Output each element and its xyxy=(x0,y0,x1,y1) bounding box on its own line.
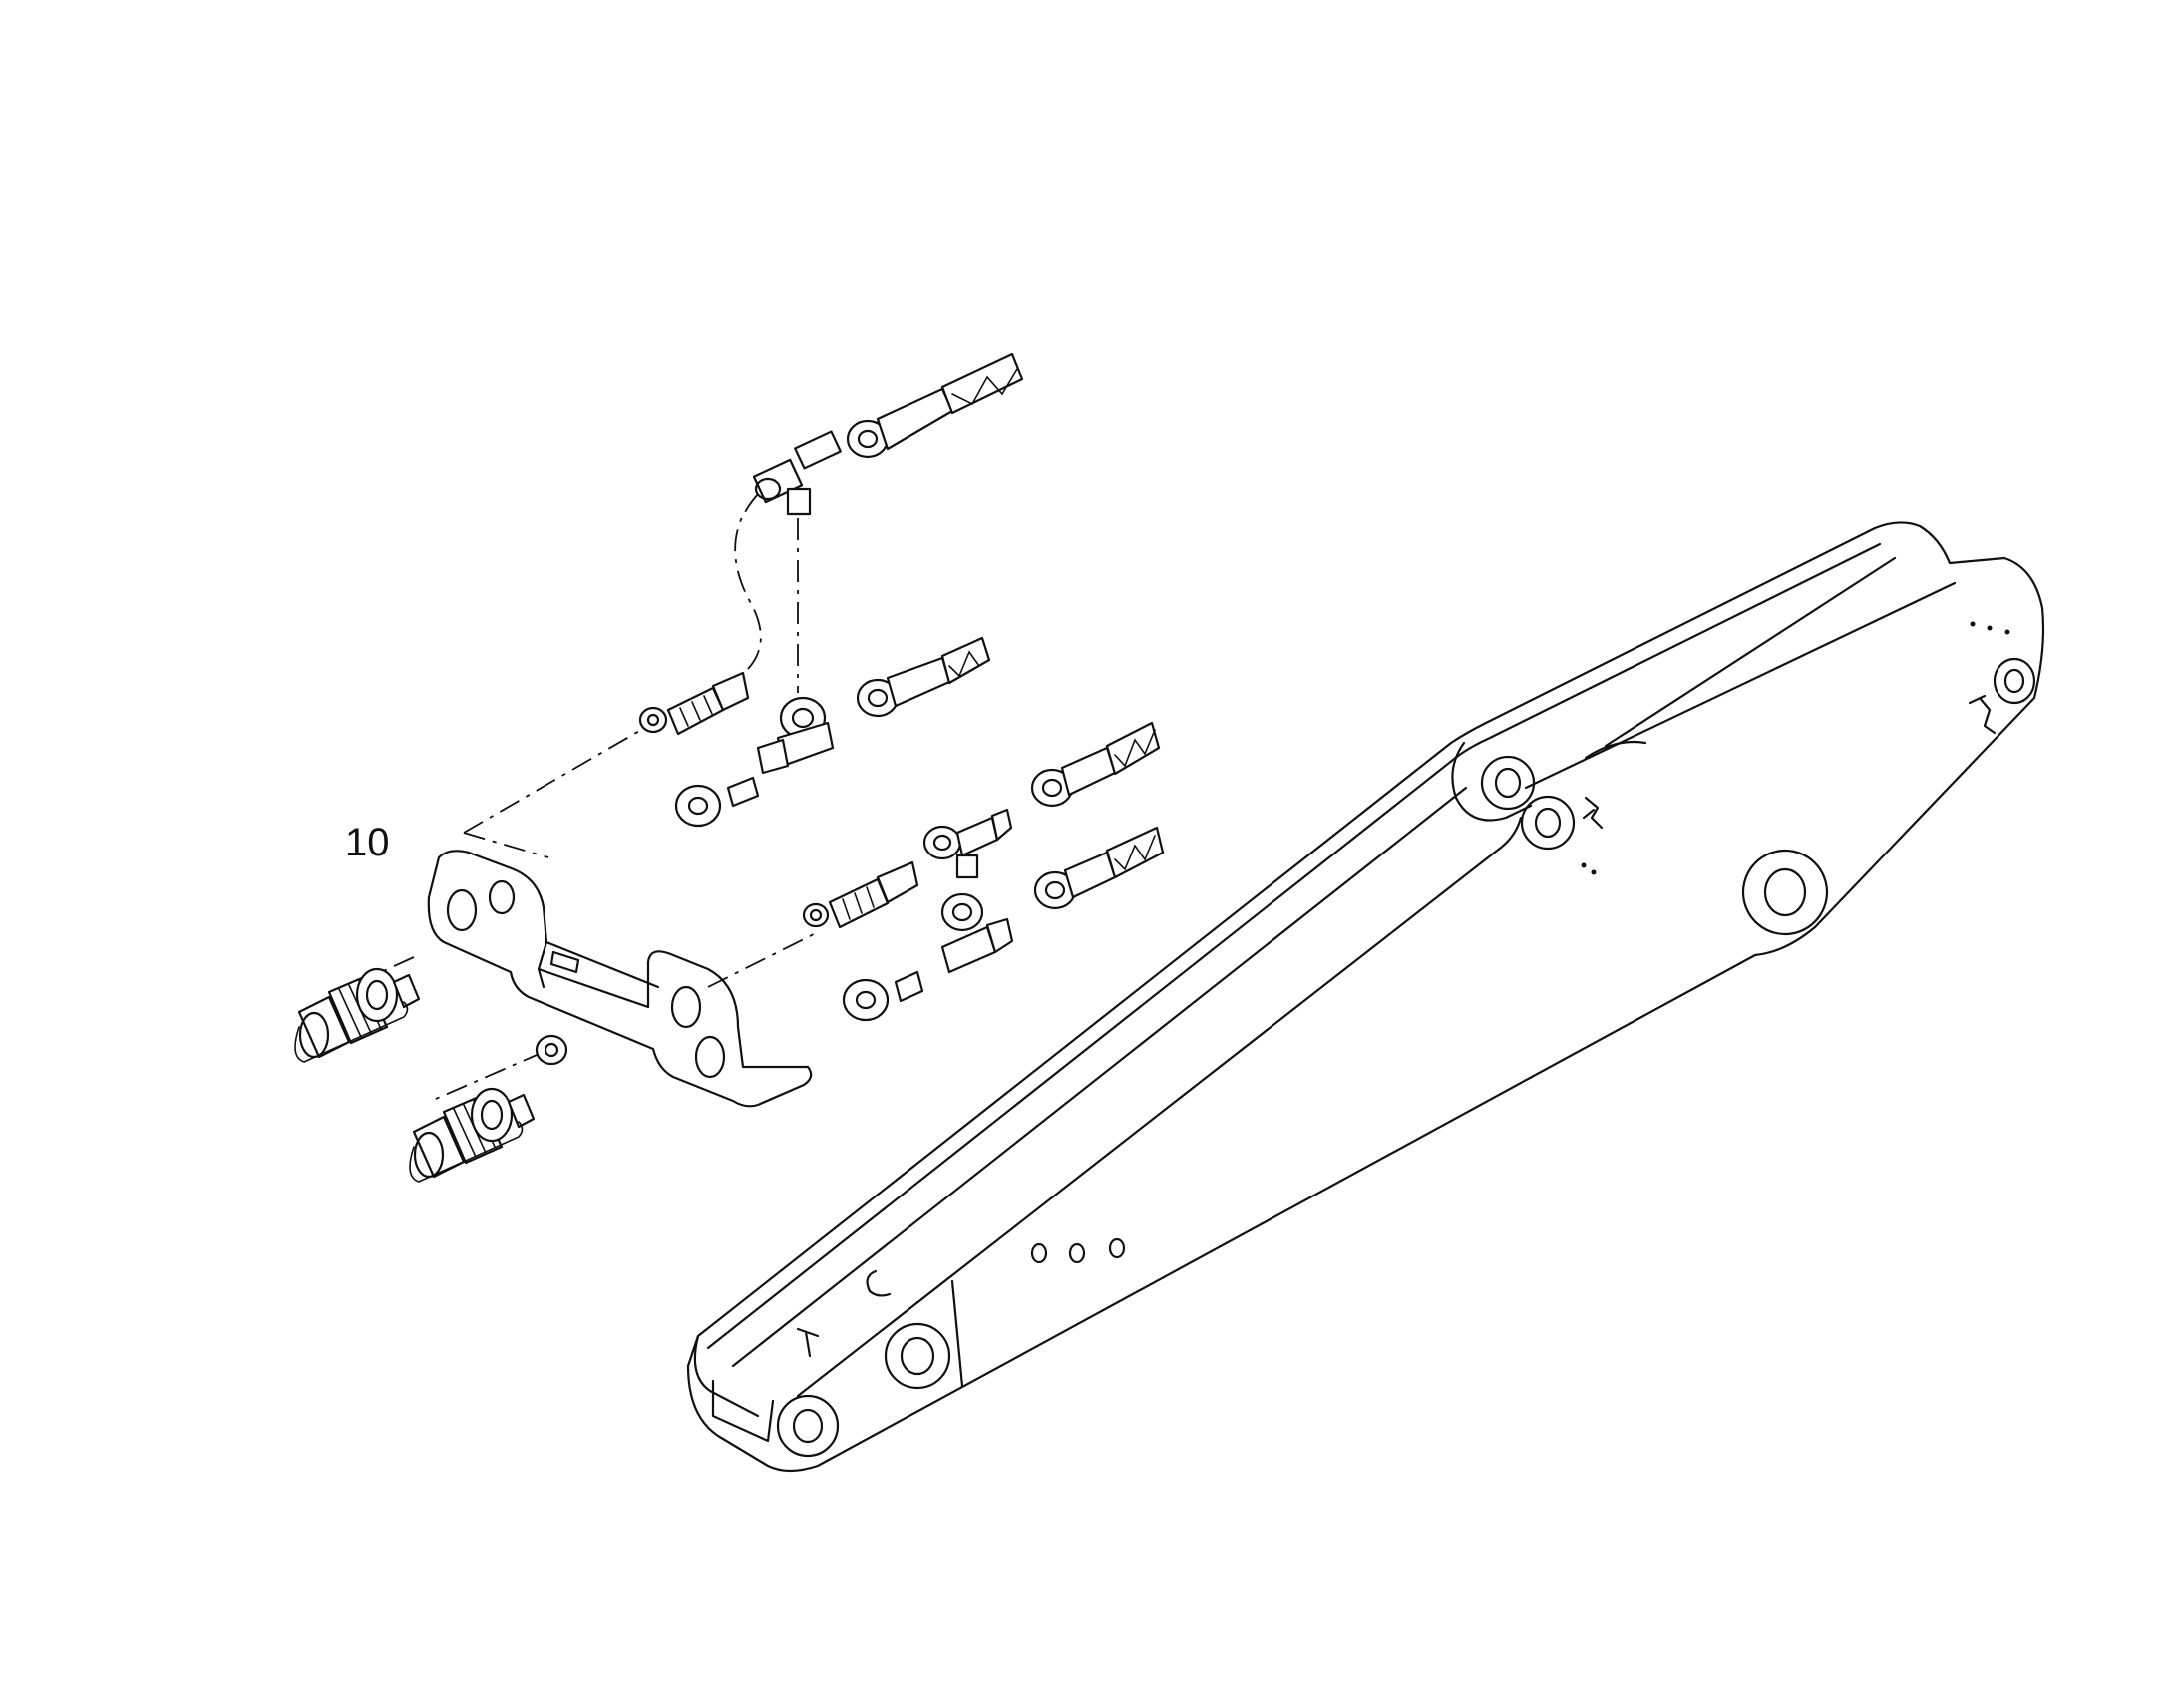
bracket-nut xyxy=(535,1034,568,1066)
quick-coupler-lower xyxy=(409,1087,536,1183)
assembly-center-lines xyxy=(358,493,819,1103)
boom-arm xyxy=(686,521,2045,1473)
callout-bracket-label: 10 xyxy=(345,821,390,864)
quick-coupler-upper xyxy=(294,967,421,1063)
hose-row-1 xyxy=(752,352,1024,516)
hose-row-5 xyxy=(842,892,1014,1022)
hose-row-4 xyxy=(802,808,1165,929)
hose-row-3 xyxy=(1030,721,1161,808)
mounting-bracket xyxy=(427,850,813,1108)
hose-row-2 xyxy=(638,636,991,828)
